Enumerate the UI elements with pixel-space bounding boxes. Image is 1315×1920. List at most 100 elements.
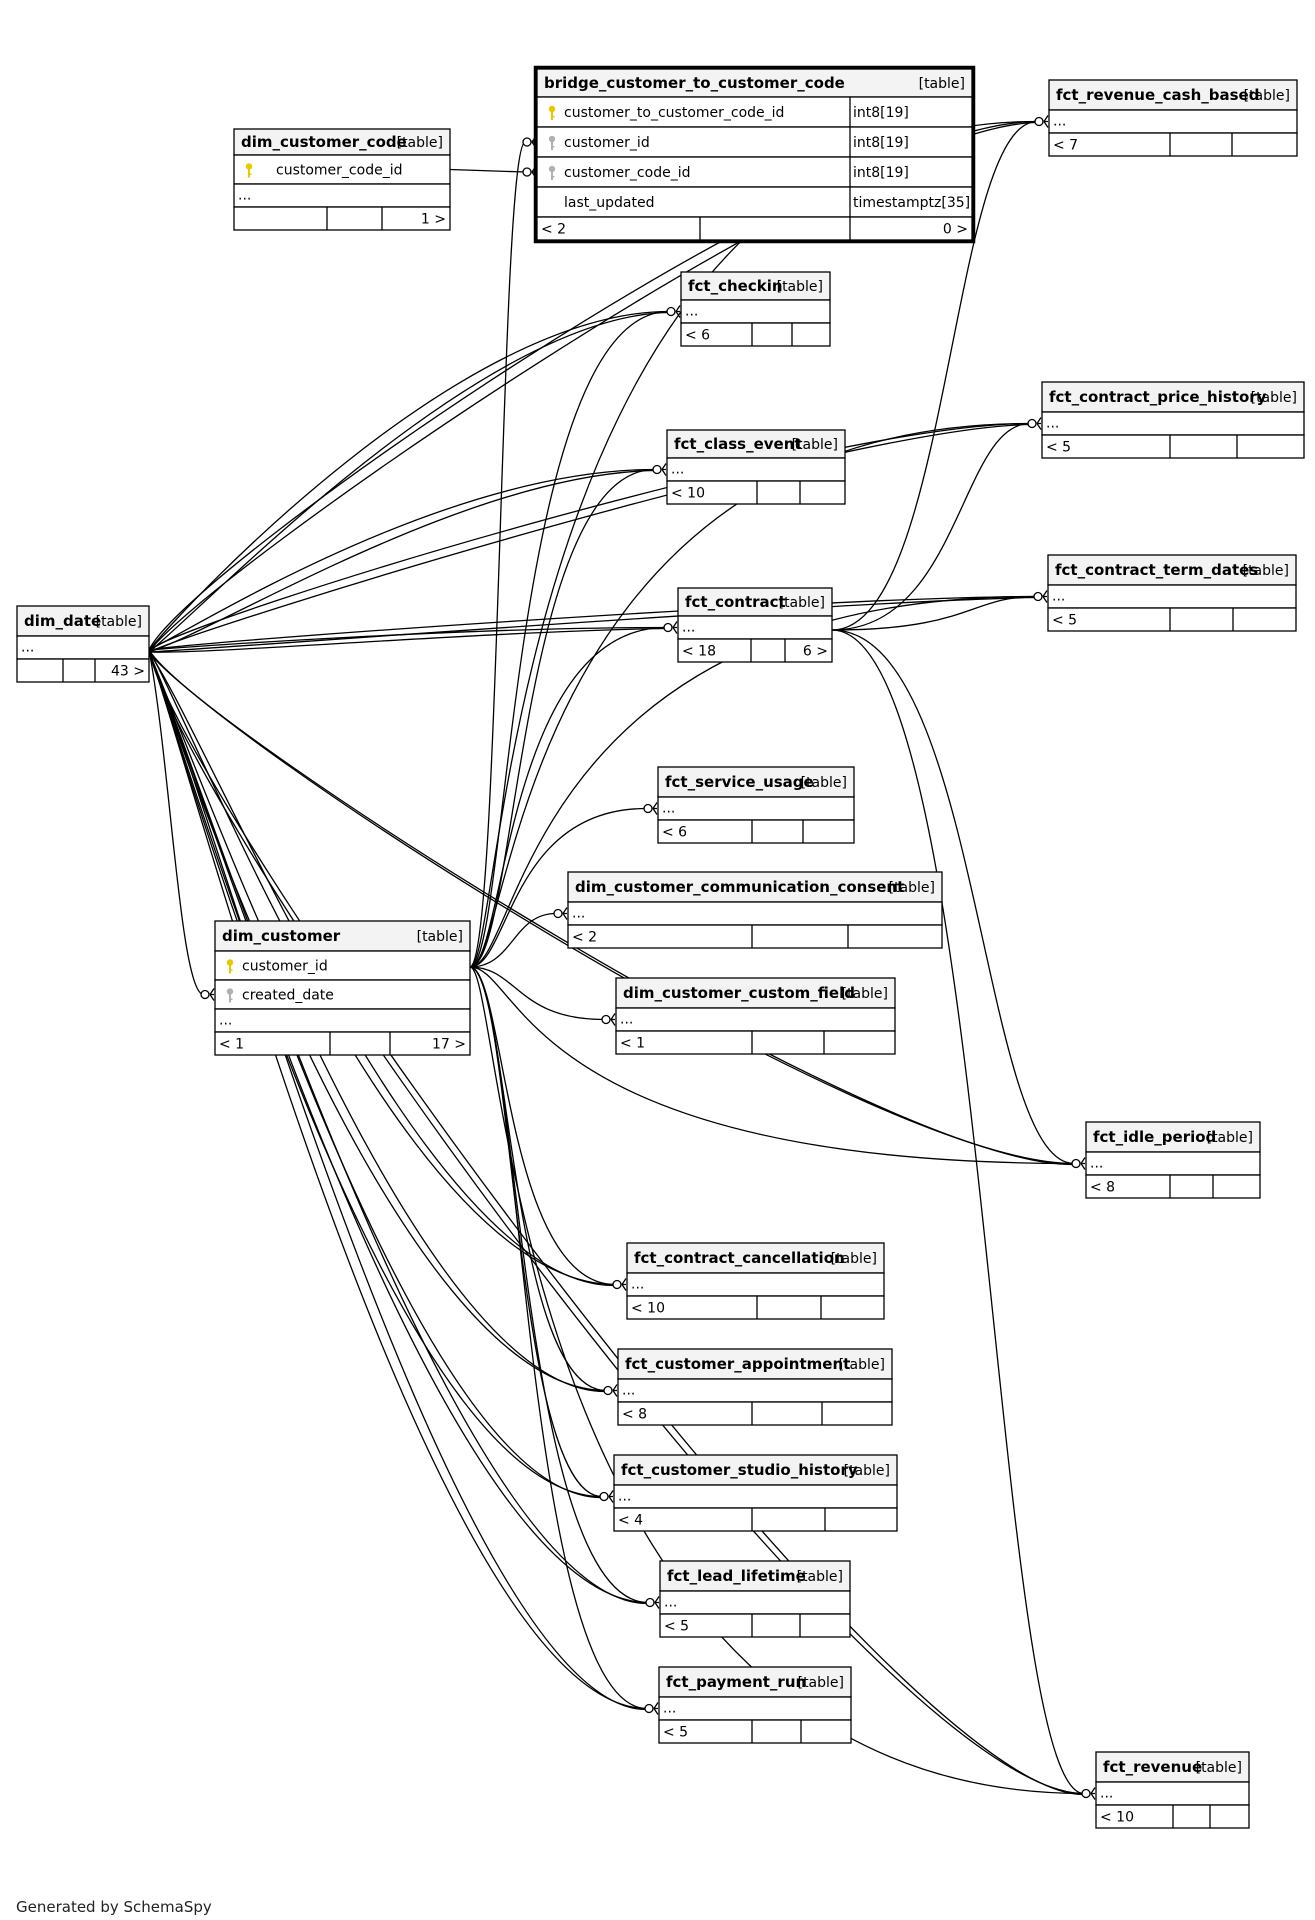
crows-foot-icon bbox=[643, 802, 658, 815]
more-columns: ... bbox=[682, 620, 695, 636]
more-columns: ... bbox=[572, 906, 585, 922]
foreign-key-icon bbox=[548, 165, 556, 180]
table-name: fct_checkin bbox=[688, 277, 783, 295]
relationship-line bbox=[148, 596, 1037, 653]
relationship-line bbox=[449, 168, 526, 173]
crows-foot-icon bbox=[652, 463, 667, 476]
relationship-line bbox=[148, 649, 649, 1604]
relationship-line bbox=[148, 469, 656, 653]
more-columns: ... bbox=[662, 801, 675, 817]
table-name: fct_customer_studio_history bbox=[621, 1461, 858, 1479]
relationship-line bbox=[148, 649, 204, 996]
column-row bbox=[214, 979, 471, 1010]
relationship-line bbox=[469, 966, 605, 1021]
parent-count: < 8 bbox=[622, 1407, 647, 1423]
crows-foot-icon bbox=[1027, 417, 1042, 430]
more-columns: ... bbox=[1053, 114, 1066, 130]
table-name: fct_customer_appointment bbox=[625, 1355, 850, 1373]
table-type-tag: [table] bbox=[1207, 1130, 1253, 1146]
more-columns: ... bbox=[21, 640, 34, 656]
table-fct-contract-cancellation[interactable]: fct_contract_cancellation[table]...< 10 bbox=[626, 1242, 885, 1320]
table-type-tag: [table] bbox=[844, 1463, 890, 1479]
more-columns: ... bbox=[219, 1013, 232, 1029]
table-fct-contract-price-history[interactable]: fct_contract_price_history[table]...< 5 bbox=[1041, 381, 1305, 459]
table-fct-payment-run[interactable]: fct_payment_run[table]...< 5 bbox=[658, 1666, 852, 1744]
table-name: fct_revenue_cash_based bbox=[1056, 86, 1259, 104]
table-name: fct_payment_run bbox=[666, 1673, 806, 1691]
relationship-line bbox=[469, 626, 667, 968]
parent-count: < 5 bbox=[664, 1619, 689, 1635]
relationship-line bbox=[148, 649, 1085, 1795]
parent-count: < 5 bbox=[1046, 440, 1071, 456]
relationship-line bbox=[469, 966, 1085, 1795]
relationship-line bbox=[148, 595, 1037, 651]
relationship-line bbox=[148, 651, 1085, 1796]
table-dim-customer[interactable]: dim_customer[table]customer_idcreated_da… bbox=[214, 920, 471, 1056]
tables-layer: bridge_customer_to_customer_code[table]c… bbox=[16, 65, 1305, 1829]
relationship-line bbox=[148, 422, 1031, 651]
table-fct-lead-lifetime[interactable]: fct_lead_lifetime[table]...< 5 bbox=[659, 1560, 851, 1638]
column-row bbox=[214, 950, 471, 981]
relationship-line bbox=[469, 966, 616, 1286]
crows-foot-icon bbox=[603, 1384, 618, 1397]
table-fct-idle-period[interactable]: fct_idle_period[table]...< 8 bbox=[1085, 1121, 1261, 1199]
table-dim-customer-communication-consent[interactable]: dim_customer_communication_consent[table… bbox=[567, 871, 943, 949]
relationship-line bbox=[148, 627, 667, 653]
foreign-key-icon bbox=[548, 135, 556, 150]
column-name: customer_to_customer_code_id bbox=[564, 105, 784, 121]
more-columns: ... bbox=[685, 304, 698, 320]
table-dim-customer-custom-field[interactable]: dim_customer_custom_field[table]...< 1 bbox=[615, 977, 896, 1055]
table-type-tag: [table] bbox=[889, 880, 935, 896]
more-columns: ... bbox=[664, 1595, 677, 1611]
table-type-tag: [table] bbox=[919, 76, 965, 92]
child-count: 6 > bbox=[803, 644, 828, 660]
table-fct-revenue[interactable]: fct_revenue[table]...< 10 bbox=[1095, 1751, 1250, 1829]
table-type-tag: [table] bbox=[801, 775, 847, 791]
table-fct-revenue-cash-based[interactable]: fct_revenue_cash_based[table]...< 7 bbox=[1048, 79, 1298, 157]
relationship-line bbox=[148, 651, 1075, 1166]
relationship-line bbox=[469, 595, 1037, 968]
relationship-line bbox=[148, 651, 648, 1711]
table-fct-contract-term-dates[interactable]: fct_contract_term_dates[table]...< 5 bbox=[1047, 554, 1297, 632]
relationship-line bbox=[469, 966, 603, 1498]
column-type: timestamptz[35] bbox=[853, 195, 970, 211]
parent-count: < 6 bbox=[685, 328, 710, 344]
table-fct-service-usage[interactable]: fct_service_usage[table]...< 6 bbox=[657, 766, 855, 844]
table-bridge-customer-to-customer-code[interactable]: bridge_customer_to_customer_code[table]c… bbox=[533, 65, 976, 244]
table-fct-customer-studio-history[interactable]: fct_customer_studio_history[table]...< 4 bbox=[613, 1454, 898, 1532]
relationship-line bbox=[469, 141, 526, 968]
more-columns: ... bbox=[1100, 1786, 1113, 1802]
crows-foot-icon bbox=[1034, 115, 1049, 128]
table-name: dim_customer_custom_field bbox=[623, 984, 855, 1002]
table-fct-customer-appointment[interactable]: fct_customer_appointment[table]... < 8 bbox=[617, 1348, 893, 1426]
crows-foot-icon bbox=[599, 1490, 614, 1503]
column-name: customer_id bbox=[564, 135, 650, 151]
crows-foot-icon bbox=[1071, 1157, 1086, 1170]
table-type-tag: [table] bbox=[397, 135, 443, 151]
relationship-line bbox=[148, 651, 607, 1393]
more-columns: ... bbox=[622, 1383, 635, 1399]
table-type-tag: [table] bbox=[839, 1357, 885, 1373]
relationship-line bbox=[831, 629, 1085, 1795]
more-columns: ... bbox=[663, 1701, 676, 1717]
relationship-line bbox=[148, 626, 667, 651]
more-columns: ... bbox=[618, 1489, 631, 1505]
column-row bbox=[536, 96, 973, 128]
table-name: fct_contract_term_dates bbox=[1055, 561, 1258, 579]
column-row bbox=[536, 156, 973, 188]
table-fct-checkin[interactable]: fct_checkin[table]...< 6 bbox=[680, 271, 831, 347]
table-dim-customer-code[interactable]: dim_customer_code[table]customer_code_id… bbox=[233, 128, 451, 231]
table-type-tag: [table] bbox=[831, 1251, 877, 1267]
parent-count: < 10 bbox=[671, 486, 705, 502]
table-name: dim_customer bbox=[222, 927, 341, 945]
table-fct-class-event[interactable]: fct_class_event[table]...< 10 bbox=[666, 429, 846, 505]
table-dim-date[interactable]: dim_date[table]...43 > bbox=[16, 605, 150, 683]
relationship-line bbox=[831, 629, 1075, 1165]
crows-foot-icon bbox=[200, 988, 215, 1001]
relationship-line bbox=[831, 120, 1038, 631]
relationship-line bbox=[148, 651, 649, 1605]
table-type-tag: [table] bbox=[1244, 88, 1290, 104]
relationship-line bbox=[831, 595, 1037, 631]
child-count: 17 > bbox=[432, 1037, 466, 1053]
